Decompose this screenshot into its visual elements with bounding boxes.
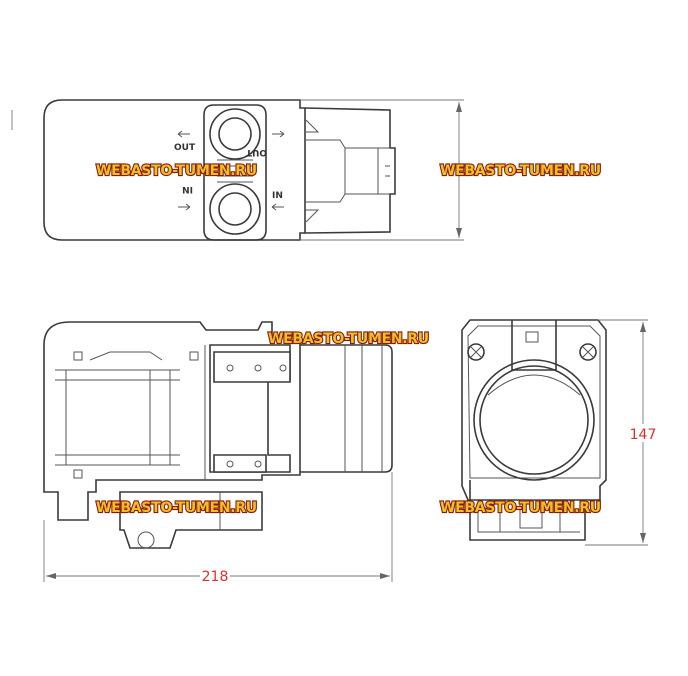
top-view: OUT OUT IN IN xyxy=(11,99,464,241)
arrow-icon xyxy=(177,130,285,211)
port-label-out-left: OUT xyxy=(174,143,196,153)
watermark-text: WEBASTO-TUMEN.RU xyxy=(96,500,257,516)
front-view: 147 xyxy=(461,319,660,546)
watermark-text: WEBASTO-TUMEN.RU xyxy=(440,500,601,516)
port-label-in-left: IN xyxy=(182,184,193,194)
watermark-text: WEBASTO-TUMEN.RU xyxy=(268,331,429,347)
port-label-in-right: IN xyxy=(272,191,283,201)
dimension-width-label: 218 xyxy=(202,569,229,585)
watermarks: WEBASTO-TUMEN.RU WEBASTO-TUMEN.RU WEBAST… xyxy=(95,162,602,517)
watermark-text: WEBASTO-TUMEN.RU xyxy=(96,163,257,179)
dimension-height-label: 147 xyxy=(630,427,657,443)
watermark-text: WEBASTO-TUMEN.RU xyxy=(440,163,601,179)
side-view: 218 xyxy=(43,321,393,585)
port-label-out-right: OUT xyxy=(245,147,267,157)
